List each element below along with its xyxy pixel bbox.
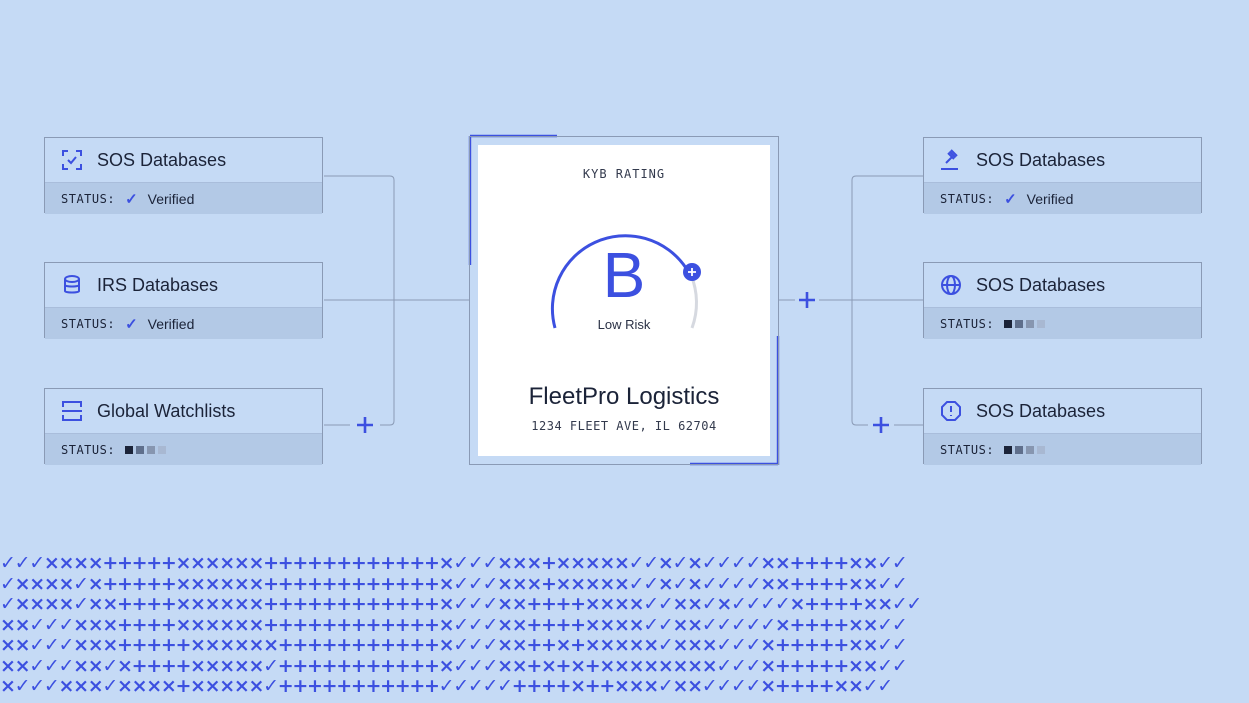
card-title: SOS Databases <box>97 149 227 170</box>
status-badge: ✓ Verified <box>1004 190 1073 208</box>
source-card-watchlists[interactable]: Global Watchlists STATUS: <box>44 388 323 465</box>
decorative-glyph-pattern: ✓✓✓××××+++++××××××++++++++++++×✓✓✓×××+××… <box>0 553 1249 703</box>
check-icon: ✓ <box>1004 190 1017 208</box>
risk-level: Low Risk <box>597 317 651 332</box>
database-icon <box>61 274 83 296</box>
progress-indicator <box>1004 319 1046 328</box>
plus-connector-icon <box>357 292 889 433</box>
status-label: STATUS: <box>940 316 995 331</box>
status-text: Verified <box>1026 190 1074 207</box>
kyb-rating-label: KYB RATING <box>582 167 666 181</box>
card-title: Global Watchlists <box>97 400 236 421</box>
rating-grade: B <box>602 239 646 311</box>
card-title: IRS Databases <box>97 274 219 295</box>
source-card-sos-legal[interactable]: SOS Databases STATUS: ✓ Verified <box>923 137 1202 214</box>
status-label: STATUS: <box>61 316 116 331</box>
status-text: Verified <box>147 190 195 207</box>
pattern-row: ××✓✓✓××✓×++++×××××✓+++++++++++×✓✓✓××+×+×… <box>0 654 908 677</box>
source-card-irs[interactable]: IRS Databases STATUS: ✓ Verified <box>44 262 323 339</box>
kyb-rating-card[interactable]: KYB RATING B Low Risk FleetPro Logistics… <box>478 145 770 456</box>
scan-line-icon <box>61 400 83 422</box>
pattern-row: ✓✓✓××××+++++××××××++++++++++++×✓✓✓×××+××… <box>0 553 908 574</box>
pattern-row: ××✓✓✓×××++++××××××++++++++++++×✓✓✓××++++… <box>0 613 908 636</box>
pattern-row: ✓××××✓×+++++××××××++++++++++++×✓✓✓×××+××… <box>0 572 908 595</box>
company-address: 1234 FLEET AVE, IL 62704 <box>531 419 717 433</box>
source-card-sos[interactable]: SOS Databases STATUS: ✓ Verified <box>44 137 323 214</box>
status-label: STATUS: <box>940 191 995 206</box>
status-label: STATUS: <box>940 442 995 457</box>
status-label: STATUS: <box>61 442 116 457</box>
status-text: Verified <box>147 315 195 332</box>
scan-check-icon <box>61 149 83 171</box>
gavel-icon <box>940 149 962 171</box>
progress-indicator <box>125 445 167 454</box>
source-card-sos-global[interactable]: SOS Databases STATUS: <box>923 262 1202 339</box>
check-icon: ✓ <box>125 190 138 208</box>
rating-gauge <box>550 234 701 329</box>
pattern-row: ××✓✓✓×××+++++××××××+++++++++++×✓✓✓××++×+… <box>0 634 908 656</box>
progress-indicator <box>1004 445 1046 454</box>
source-card-sos-alert[interactable]: SOS Databases STATUS: <box>923 388 1202 465</box>
pattern-row: ×✓✓✓×××✓××××+×××××✓+++++++++++✓✓✓✓✓++++×… <box>0 675 893 697</box>
check-icon: ✓ <box>125 315 138 333</box>
card-title: SOS Databases <box>976 149 1106 170</box>
status-badge: ✓ Verified <box>125 190 194 208</box>
globe-icon <box>940 274 962 296</box>
company-name: FleetPro Logistics <box>528 383 720 410</box>
status-badge: ✓ Verified <box>125 315 194 333</box>
status-label: STATUS: <box>61 191 116 206</box>
rating-frame <box>469 136 779 465</box>
card-title: SOS Databases <box>976 400 1106 421</box>
card-title: SOS Databases <box>976 274 1106 295</box>
pattern-row: ✓××××✓××++++××××××++++++++++++×✓✓✓××++++… <box>0 593 922 615</box>
alert-octagon-icon <box>940 400 962 422</box>
